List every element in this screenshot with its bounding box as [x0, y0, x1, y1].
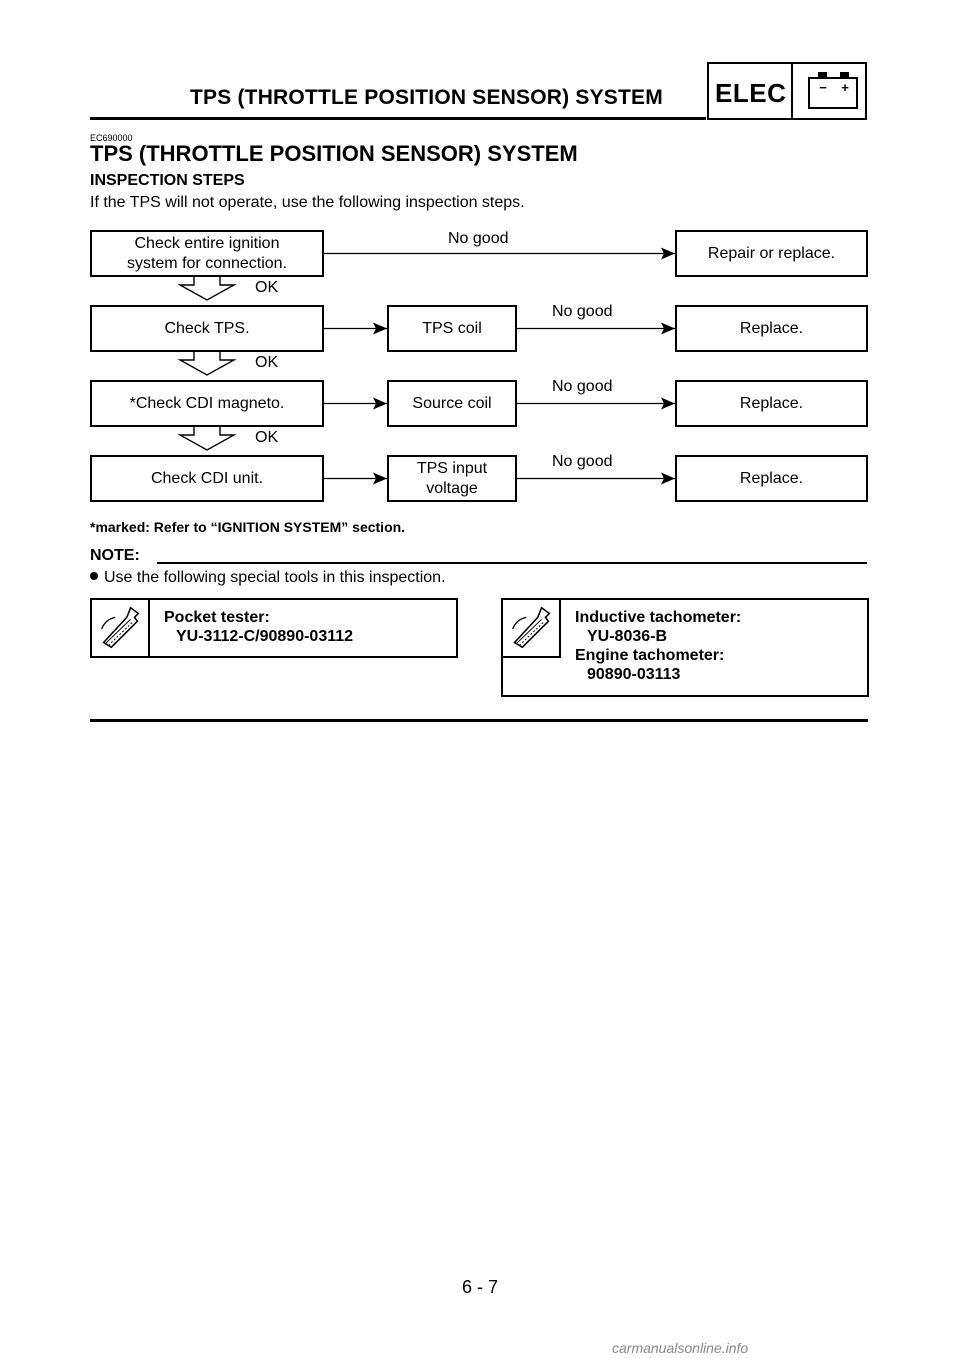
check-step-box: Check TPS.	[90, 305, 324, 352]
wrench-tool-icon	[92, 600, 150, 658]
arrowhead-icon	[373, 322, 387, 335]
note-item: Use the following special tools in this …	[90, 569, 446, 587]
tool-text-line: Engine tachometer:	[575, 647, 725, 664]
header-title: TPS (THROTTLE POSITION SENSOR) SYSTEM	[190, 86, 663, 109]
ok-label: OK	[255, 429, 279, 446]
result-box: Repair or replace.	[675, 230, 868, 277]
no-good-label: No good	[448, 230, 509, 247]
battery-plus: +	[841, 80, 849, 95]
tool-text: Inductive tachometer: YU-8036-B Engine tac…	[575, 608, 741, 684]
note-rule	[157, 562, 867, 564]
arrowhead-icon	[373, 397, 387, 410]
tool-text-line: YU-3112-C/90890-03112	[176, 628, 354, 645]
no-good-label: No good	[552, 303, 613, 320]
arrowhead-icon	[661, 397, 675, 410]
header-rule	[90, 117, 706, 120]
wrench-tool-icon	[503, 600, 561, 658]
inspect-item-box: TPS coil	[387, 305, 517, 352]
check-step-box: Check entire ignition system for connect…	[90, 230, 324, 277]
ok-down-arrow-icon	[177, 427, 237, 451]
tool-text-line: 90890-03113	[587, 666, 681, 683]
section-badge-label: ELEC	[715, 78, 787, 108]
check-step-box: *Check CDI magneto.	[90, 380, 324, 427]
section-intro: If the TPS will not operate, use the fol…	[90, 194, 525, 211]
arrowhead-icon	[661, 247, 675, 260]
inspect-item-box: TPS input voltage	[387, 455, 517, 502]
section-title: TPS (THROTTLE POSITION SENSOR) SYSTEM	[90, 141, 578, 166]
tool-box-tachometer: Inductive tachometer: YU-8036-B Engine tac…	[501, 598, 869, 697]
battery-icon: − +	[808, 72, 858, 109]
flowchart-connectors	[177, 247, 675, 485]
footnote: *marked: Refer to “IGNITION SYSTEM” sect…	[90, 519, 406, 535]
watermark: carmanualsonline.info	[612, 1340, 749, 1356]
result-box: Replace.	[675, 380, 868, 427]
battery-minus: −	[819, 80, 827, 95]
tool-box-pocket-tester: Pocket tester: YU-3112-C/90890-03112	[90, 598, 458, 658]
section-code: EC690000	[90, 133, 133, 143]
inspection-flowchart: Check entire ignition system for connect…	[0, 0, 960, 520]
section-subtitle: INSPECTION STEPS	[90, 172, 245, 189]
inspect-item-box: Source coil	[387, 380, 517, 427]
page-number: 6 - 7	[461, 1277, 499, 1297]
arrowhead-icon	[661, 322, 675, 335]
no-good-label: No good	[552, 378, 613, 395]
arrowhead-icon	[661, 472, 675, 485]
ok-down-arrow-icon	[177, 277, 237, 301]
result-box: Replace.	[675, 305, 868, 352]
note-item-text: Use the following special tools in this …	[104, 569, 446, 586]
check-step-box: Check CDI unit.	[90, 455, 324, 502]
tool-text-line: YU-8036-B	[587, 628, 668, 645]
note-label: NOTE:	[90, 547, 140, 564]
tool-text-line: Inductive tachometer:	[575, 609, 742, 626]
bottom-rule	[90, 719, 868, 722]
arrowhead-icon	[373, 472, 387, 485]
result-box: Replace.	[675, 455, 868, 502]
tool-text-line: Pocket tester:	[164, 609, 270, 626]
ok-label: OK	[255, 354, 279, 371]
section-badge: ELEC − +	[707, 62, 867, 120]
no-good-label: No good	[552, 453, 613, 470]
ok-down-arrow-icon	[177, 352, 237, 376]
section-badge-divider	[791, 64, 793, 118]
bullet-icon	[90, 572, 98, 580]
tool-text: Pocket tester: YU-3112-C/90890-03112	[164, 608, 353, 646]
ok-label: OK	[255, 279, 279, 296]
